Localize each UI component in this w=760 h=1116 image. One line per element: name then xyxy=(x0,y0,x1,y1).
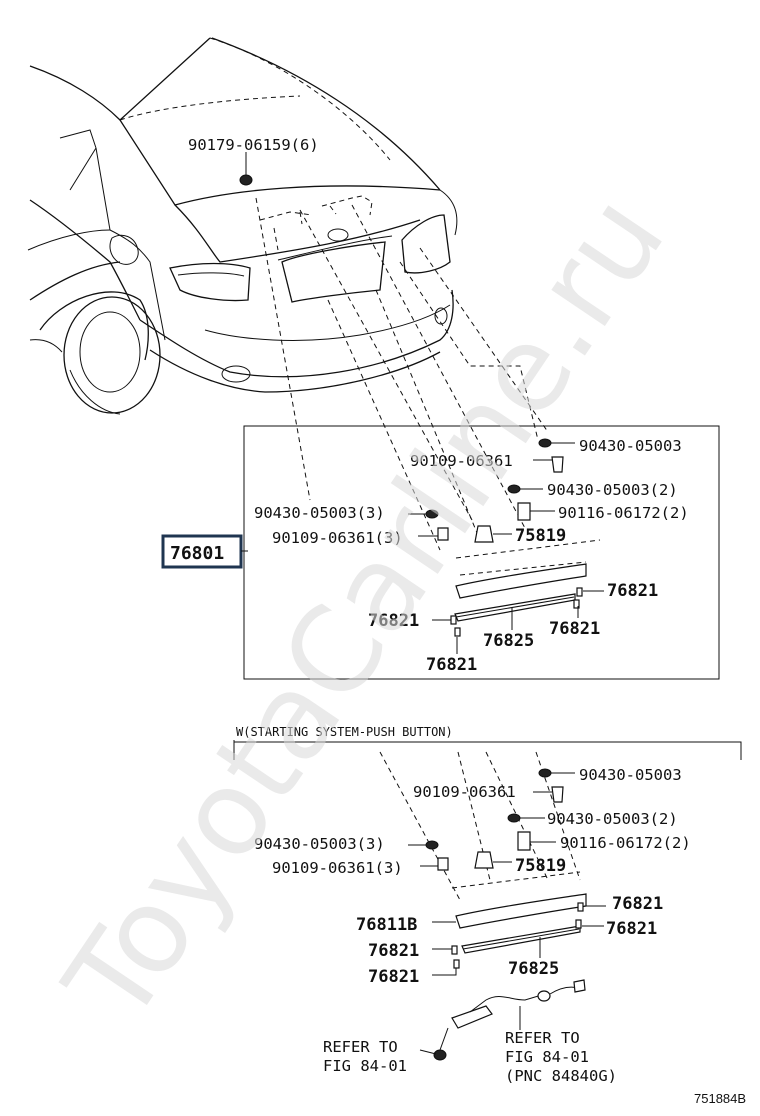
refer-right-line3: (PNC 84840G) xyxy=(505,1067,617,1085)
refer-right-line1: REFER TO xyxy=(505,1029,580,1047)
callout-end-76821: 76821 xyxy=(606,919,657,939)
callout-end-76821: 76821 xyxy=(368,967,419,987)
refer-left-line1: REFER TO xyxy=(323,1038,398,1056)
car-rear-illustration xyxy=(27,37,458,415)
screw-icon xyxy=(517,502,531,521)
callout-end-76821: 76821 xyxy=(612,894,663,914)
screw-icon xyxy=(517,831,531,851)
callout-garnish-76811b: 76811B xyxy=(356,915,417,935)
diagram-id: 751884B xyxy=(694,1091,746,1106)
callout-end-76821: 76821 xyxy=(549,619,600,639)
bottom-garnish xyxy=(432,893,606,976)
callout-end-76821: 76821 xyxy=(368,611,419,631)
callout-bolt-90109: 90109-06361 xyxy=(410,452,513,470)
bottom-guide-lines xyxy=(379,751,581,901)
callout-strip-76825: 76825 xyxy=(483,631,534,651)
callout-end-76821: 76821 xyxy=(607,581,658,601)
bolt-icon xyxy=(551,456,564,473)
mount-guide-lines xyxy=(255,195,549,551)
top-hardware xyxy=(408,438,575,543)
bottom-hardware xyxy=(408,768,575,871)
callout-bolt-90109-3: 90109-06361(3) xyxy=(272,859,403,877)
refer-left-line2: FIG 84-01 xyxy=(323,1057,407,1075)
condition-bracket xyxy=(233,740,742,760)
nut-icon xyxy=(538,768,552,778)
clip-icon xyxy=(474,525,494,543)
callout-end-76821: 76821 xyxy=(368,941,419,961)
callout-nut-90430-3: 90430-05003(3) xyxy=(254,504,385,522)
bolt-icon xyxy=(551,786,564,803)
callout-nut-90430: 90430-05003 xyxy=(579,766,682,784)
callout-bolt-90109-3: 90109-06361(3) xyxy=(272,529,403,547)
garnish-76811b xyxy=(455,893,587,929)
nut-icon xyxy=(507,813,521,823)
callout-90179-06159: 90179-06159(6) xyxy=(188,136,319,154)
bolt-icon xyxy=(433,1049,447,1061)
assembly-label-box: 76801 xyxy=(161,534,248,569)
callout-nut-90430-2: 90430-05003(2) xyxy=(547,810,678,828)
callout-nut-90430-3: 90430-05003(3) xyxy=(254,835,385,853)
callout-nut-90430: 90430-05003 xyxy=(579,437,682,455)
connector-icon xyxy=(573,979,586,993)
assembly-76801-frame xyxy=(243,425,720,680)
callout-bolt-90109: 90109-06361 xyxy=(413,783,516,801)
callout-screw-90116: 90116-06172(2) xyxy=(560,834,691,852)
switch-harness xyxy=(419,979,586,1061)
condition-label: W(STARTING SYSTEM-PUSH BUTTON) xyxy=(236,725,453,739)
trunk-bolt-icon xyxy=(239,152,253,186)
callout-nut-90430-2: 90430-05003(2) xyxy=(547,481,678,499)
callout-clip-75819: 75819 xyxy=(515,856,566,876)
connector-icon xyxy=(537,990,551,1002)
top-garnish xyxy=(432,539,604,654)
bolt-icon xyxy=(437,857,449,871)
refer-right-line2: FIG 84-01 xyxy=(505,1048,589,1066)
part-number-76801: 76801 xyxy=(170,543,224,564)
callout-end-76821: 76821 xyxy=(426,655,477,675)
callout-clip-75819: 75819 xyxy=(515,526,566,546)
callout-screw-90116: 90116-06172(2) xyxy=(558,504,689,522)
switch-icon xyxy=(451,1005,493,1029)
callout-strip-76825: 76825 xyxy=(508,959,559,979)
nut-icon xyxy=(425,840,439,850)
clip-icon xyxy=(474,851,494,869)
